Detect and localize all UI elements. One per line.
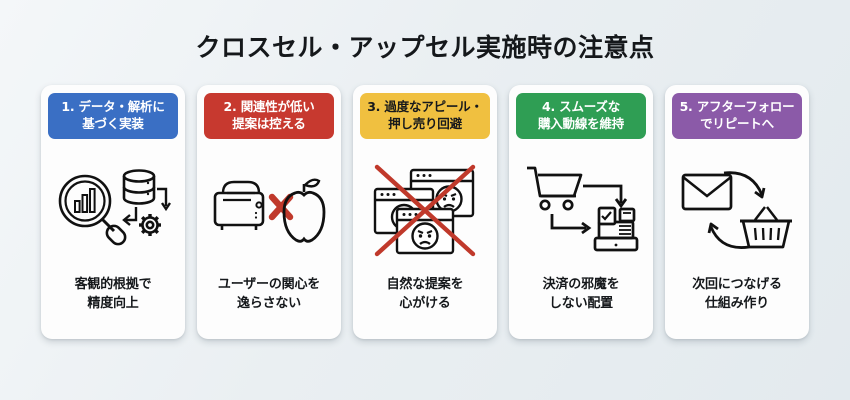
card-4-header-line-2: 購入動線を維持 (537, 115, 625, 131)
card-2-header-line-1: 2. 関連性が低い (223, 99, 315, 114)
card-1-icon-area (48, 139, 178, 276)
card-3-caption-line-2: 心がける (399, 295, 451, 311)
card-3-caption: 自然な提案を 心がける (387, 276, 464, 339)
card-4-header: 4. スムーズな 購入動線を維持 (516, 93, 646, 139)
card-1-caption-line-1: 客観的根拠で (74, 277, 152, 293)
card-5-icon-area (672, 139, 802, 276)
card-1-header: 1. データ・解析に 基づく実装 (48, 93, 178, 139)
card-2-header: 2. 関連性が低い 提案は控える (204, 93, 334, 139)
card-4-icon-area (516, 139, 646, 276)
cart-arrow-register-icon (521, 160, 641, 258)
toaster-x-apple-icon (209, 171, 329, 247)
card-3-icon-area (360, 139, 490, 276)
card-5-header-line-2: でリピートへ (700, 115, 774, 131)
card-2-caption-line-2: 逸らさない (236, 295, 301, 311)
card-2[interactable]: 2. 関連性が低い 提案は控える (197, 85, 341, 339)
card-4-header-line-1: 4. スムーズな (541, 99, 621, 114)
card-2-caption: ユーザーの関心を 逸らさない (218, 276, 320, 339)
card-5-header: 5. アフターフォロー でリピートへ (672, 93, 802, 139)
card-4[interactable]: 4. スムーズな 購入動線を維持 (509, 85, 653, 339)
card-2-caption-line-1: ユーザーの関心を (217, 277, 321, 293)
card-3-header-line-1: 3. 過度なアピール・ (367, 99, 483, 114)
card-3-caption-line-1: 自然な提案を (386, 277, 464, 293)
card-1[interactable]: 1. データ・解析に 基づく実装 (41, 85, 185, 339)
card-5-caption-line-2: 仕組み作り (704, 295, 769, 311)
card-3-header: 3. 過度なアピール・ 押し売り回避 (360, 93, 490, 139)
card-1-header-line-2: 基づく実装 (82, 115, 144, 131)
magnifier-chart-database-gear-icon (54, 163, 172, 255)
card-4-caption: 決済の邪魔を しない配置 (543, 276, 620, 339)
card-5[interactable]: 5. アフターフォロー でリピートへ (665, 85, 809, 339)
card-1-header-line-1: 1. データ・解析に (61, 99, 165, 114)
envelope-basket-cycle-icon (677, 163, 797, 255)
page-title: クロスセル・アップセル実施時の注意点 (195, 33, 655, 62)
popup-windows-crossed-icon (365, 157, 485, 261)
card-1-caption-line-2: 精度向上 (87, 295, 139, 311)
card-list: 1. データ・解析に 基づく実装 (0, 63, 850, 339)
card-3-header-line-2: 押し売り回避 (388, 115, 462, 131)
card-1-caption: 客観的根拠で 精度向上 (75, 276, 152, 339)
card-3[interactable]: 3. 過度なアピール・ 押し売り回避 (353, 85, 497, 339)
card-2-icon-area (204, 139, 334, 276)
card-5-caption: 次回につなげる 仕組み作り (692, 276, 782, 339)
card-4-caption-line-1: 決済の邪魔を (542, 277, 620, 293)
card-2-header-line-2: 提案は控える (232, 115, 306, 131)
card-5-header-line-1: 5. アフターフォロー (679, 99, 795, 114)
card-5-caption-line-1: 次回につなげる (692, 277, 782, 293)
card-4-caption-line-2: しない配置 (548, 295, 613, 311)
